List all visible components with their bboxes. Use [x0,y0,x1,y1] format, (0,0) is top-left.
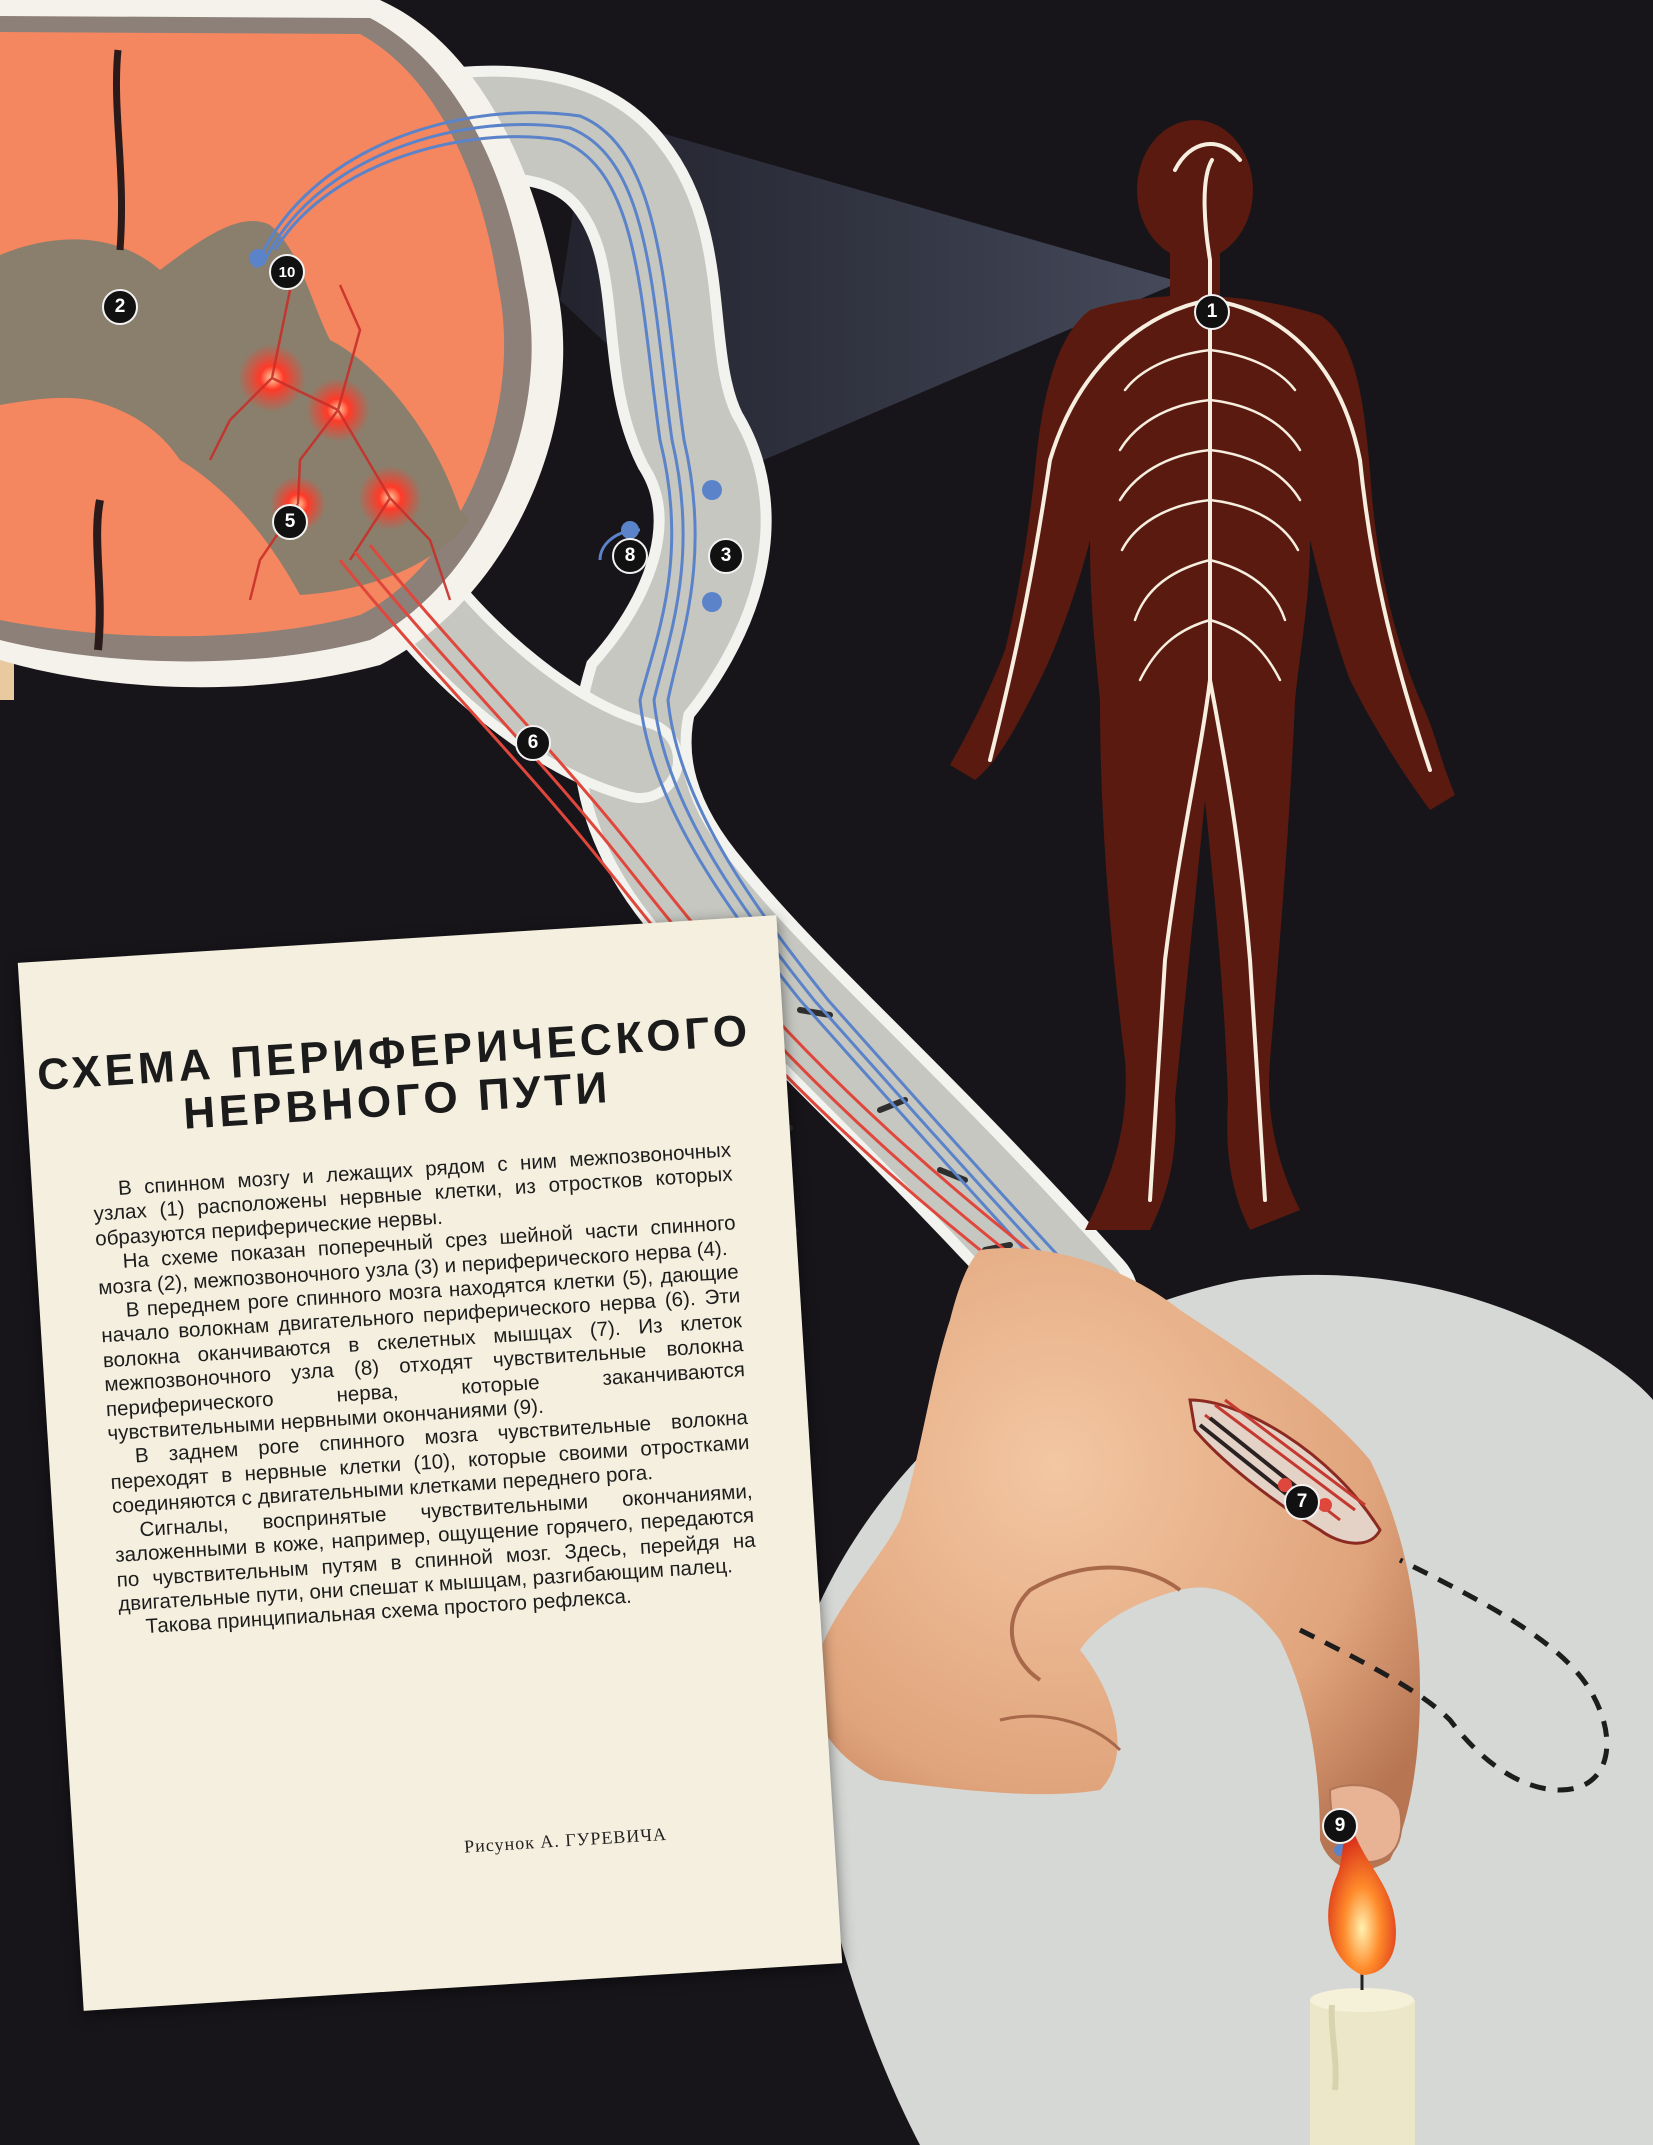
page-title: СХЕМА ПЕРИФЕРИЧЕСКОГО НЕРВНОГО ПУТИ [23,1006,768,1148]
illustration-credit: Рисунок А. ГУРЕВИЧА [464,1824,668,1858]
spinal-cord-section [0,0,563,687]
description-body: В спинном мозгу и лежащих рядом с ним ме… [91,1139,759,1642]
description-card: СХЕМА ПЕРИФЕРИЧЕСКОГО НЕРВНОГО ПУТИ В сп… [18,915,842,2011]
